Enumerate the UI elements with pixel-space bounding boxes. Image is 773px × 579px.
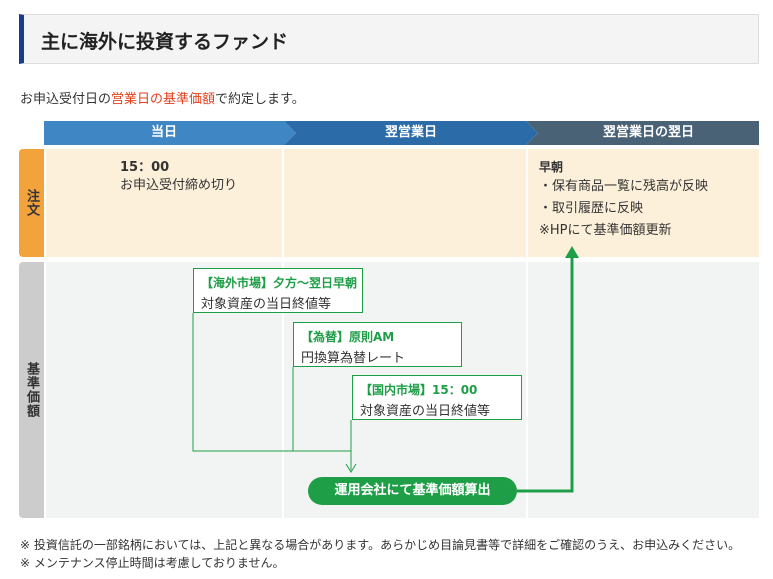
day3-line-history: ・取引履歴に反映 [539,201,644,216]
fx-head: 【為替】原則AM [301,330,395,344]
order-cell-next [284,149,526,257]
overseas-market-head: 【海外市場】夕方～翌日早朝 [201,276,358,290]
note-maintenance: ※ メンテナンス停止時間は考慮しておりません。 [20,556,285,570]
row-label-price-text: 基準価額 [24,362,39,418]
order-cell-day3 [528,149,759,257]
section-title-box: 主に海外に投資するファンド [19,14,759,64]
price-cell-day3 [528,262,759,518]
phase-arrow-next [284,121,538,145]
day3-line-hp-update: ※HPにて基準価額更新 [539,223,672,238]
page-title: 主に海外に投資するファンド [41,31,289,53]
fx-body: 円換算為替レート [301,351,406,366]
nav-calculation-pill: 運用会社にて基準価額算出 [308,477,517,505]
connector-overseas [192,313,351,452]
phase-label-day3: 翌営業日の翌日 [602,125,694,140]
row-label-price: 基準価額 [19,262,44,518]
domestic-market-head: 【国内市場】15：00 [360,383,478,397]
intro-highlight: 営業日の基準価額 [111,92,216,107]
intro-after: で約定します。 [215,92,305,107]
fx-box: 【為替】原則AM 円換算為替レート [293,322,462,367]
connector-arrowhead [345,463,357,473]
row-label-order-text: 注文 [24,189,39,217]
overseas-market-body: 対象資産の当日終値等 [201,297,332,312]
phase-label-next: 翌営業日 [384,125,437,140]
intro-before: お申込受付日の [20,92,112,107]
domestic-market-box: 【国内市場】15：00 対象資産の当日終値等 [352,375,522,420]
early-morning-label: 早朝 [539,160,564,174]
phase-arrow-today [44,121,296,145]
row-label-order: 注文 [19,149,44,257]
note-exception: ※ 投資信託の一部銘柄においては、上記と異なる場合があります。あらかじめ目論見書… [20,538,741,552]
update-arrow-line [517,255,574,493]
order-cell-today [46,149,282,257]
domestic-market-body: 対象資産の当日終値等 [360,404,491,419]
overseas-market-box: 【海外市場】夕方～翌日早朝 対象資産の当日終値等 [193,268,363,313]
phase-label-today: 当日 [150,125,177,140]
cutoff-time: 15：00 [120,160,170,175]
update-arrow-head [565,246,579,258]
day3-line-holdings: ・保有商品一覧に残高が反映 [539,179,709,194]
phase-arrow-day3 [526,121,759,145]
intro-text: お申込受付日の営業日の基準価額で約定します。 [20,88,305,107]
cutoff-text: お申込受付締め切り [120,178,238,193]
